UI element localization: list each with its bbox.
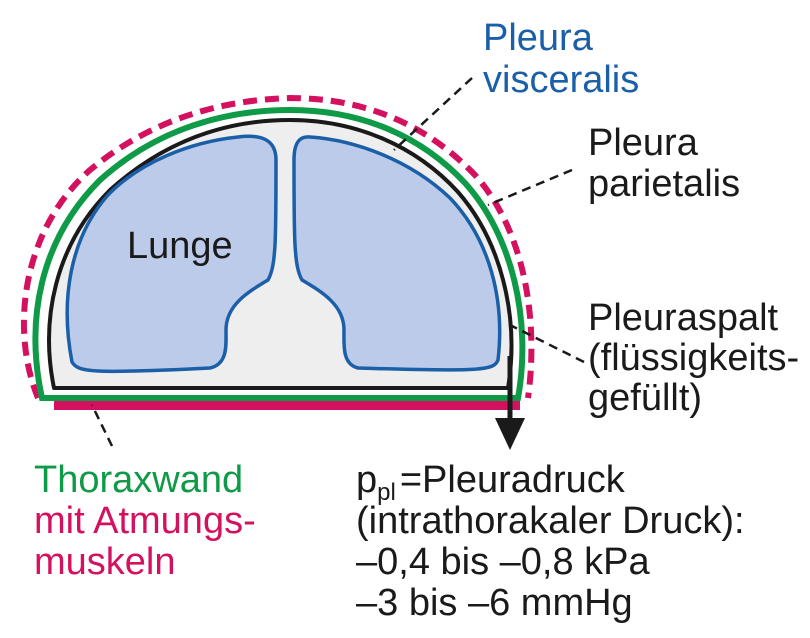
- leader-pleura-parietalis: [487, 168, 573, 207]
- atmungsmuskeln-label-1: mit Atmungs-: [34, 500, 256, 542]
- muscle-dashed-outline: [21, 94, 535, 400]
- leader-pleura-visceralis: [393, 77, 473, 151]
- pleura-parietalis-label-2: parietalis: [588, 163, 740, 205]
- pleuradruck-subscript: pl: [377, 479, 396, 506]
- kpa-range-label: –0,4 bis –0,8 kPa: [356, 541, 651, 583]
- pleuradruck-symbol: p: [356, 459, 377, 501]
- left-lung: [65, 134, 278, 374]
- thorax-wall-outline: [32, 106, 526, 401]
- pleuradruck-label: ppl=Pleuradruck: [356, 459, 626, 506]
- pleuraspalt-label-3: gefüllt): [588, 377, 702, 419]
- right-lung: [292, 135, 502, 372]
- leader-pleuraspalt: [511, 324, 585, 364]
- intrathorakaler-druck-label: (intrathorakaler Druck):: [356, 500, 745, 542]
- thoraxwand-label: Thoraxwand: [34, 459, 243, 501]
- pleura-parietalis-label-1: Pleura: [588, 122, 699, 164]
- pressure-arrow-head: [495, 418, 525, 450]
- leader-thoraxwand: [90, 404, 114, 447]
- pleuraspalt-label-1: Pleuraspalt: [588, 297, 779, 339]
- pleura-visceralis-label-1: Pleura: [483, 17, 594, 59]
- atmungsmuskeln-label-2: muskeln: [34, 541, 176, 583]
- pleura-visceralis-label-2: visceralis: [483, 59, 639, 101]
- pleuraspalt-label-2: (flüssigkeits-: [588, 337, 799, 379]
- pleuradruck-equals: =: [400, 459, 422, 501]
- lunge-label: Lunge: [127, 225, 233, 267]
- mmhg-range-label: –3 bis –6 mmHg: [356, 582, 633, 624]
- pleuradruck-word: Pleuradruck: [422, 459, 626, 501]
